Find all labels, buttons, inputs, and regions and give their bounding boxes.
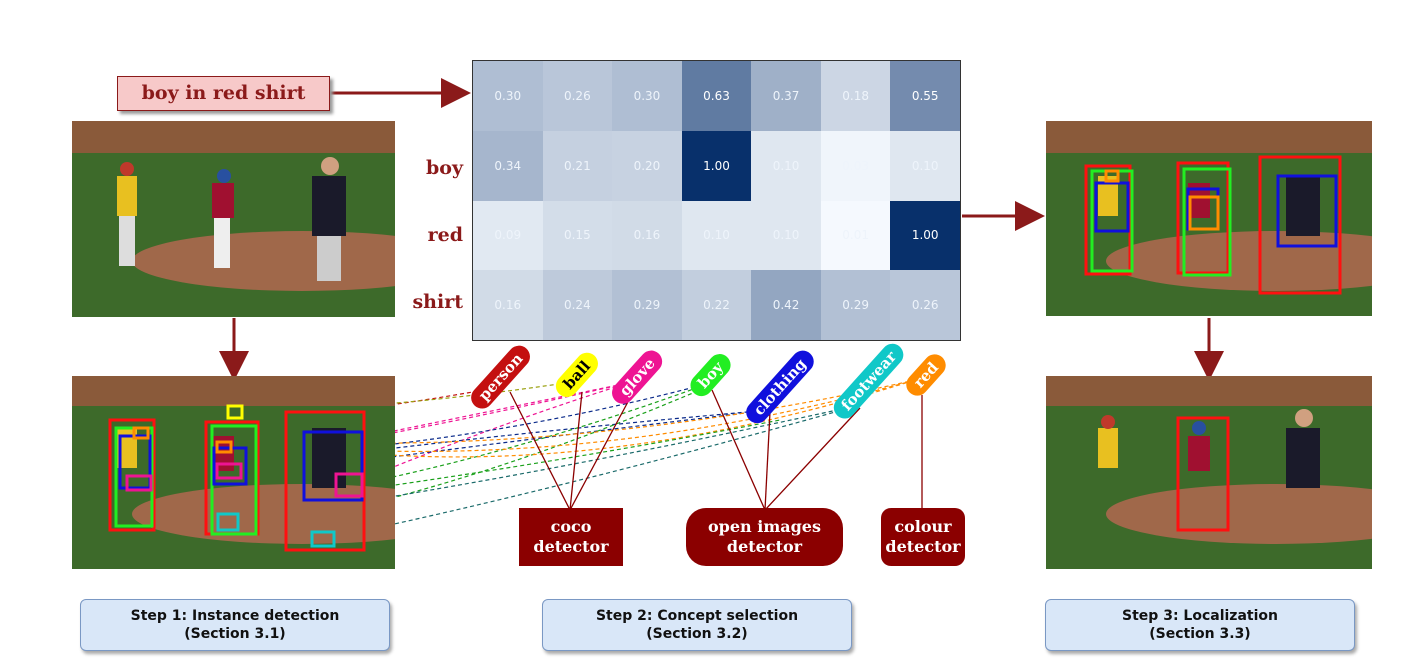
- open-images-detector-box: open images detector: [686, 508, 843, 566]
- matrix-cell: 0.22: [681, 270, 752, 340]
- matrix-cell: 0.10: [890, 130, 960, 201]
- matrix-cell: 0.16: [473, 270, 543, 340]
- matrix-cell: 0.26: [890, 270, 960, 340]
- step1-title: Step 1: Instance detection: [130, 608, 340, 624]
- candidates-photo: [1046, 121, 1372, 316]
- similarity-matrix: 0.30 0.26 0.30 0.63 0.37 0.18 0.55 0.34 …: [472, 60, 961, 341]
- colour-detector-line1: colour: [894, 517, 952, 536]
- matrix-cell: 0.30: [612, 61, 682, 131]
- coco-detector-box: coco detector: [519, 508, 623, 566]
- row-label-red: red: [427, 224, 463, 246]
- result-photo: [1046, 376, 1372, 569]
- baseball-scene-image: [72, 121, 395, 317]
- step2-title: Step 2: Concept selection: [595, 608, 799, 624]
- step2-label: Step 2: Concept selection (Section 3.2): [542, 599, 852, 651]
- matrix-cell: 0.03: [820, 130, 891, 201]
- matrix-cell: 1.00: [681, 130, 752, 201]
- matrix-cell: 0.37: [751, 61, 821, 131]
- matrix-cell: 0.34: [473, 130, 543, 201]
- matrix-cell: 0.42: [751, 270, 821, 340]
- row-label-shirt: shirt: [412, 291, 463, 313]
- matrix-cell: 0.30: [473, 61, 543, 131]
- input-photo: [72, 121, 395, 317]
- step1-label: Step 1: Instance detection (Section 3.1): [80, 599, 390, 651]
- candidate-boxes-image: [1046, 121, 1372, 316]
- query-text-box: boy in red shirt: [117, 76, 330, 111]
- open-images-detector-line2: detector: [726, 537, 803, 556]
- matrix-cell: 0.20: [612, 130, 682, 201]
- detections-photo: [72, 376, 395, 569]
- matrix-cell: 0.55: [890, 61, 960, 131]
- matrix-cell: 0.21: [542, 130, 613, 201]
- matrix-cell: 0.10: [751, 130, 821, 201]
- matrix-cell: 0.63: [681, 61, 752, 131]
- matrix-cell: 0.18: [820, 61, 891, 131]
- coco-detector-line2: detector: [533, 537, 609, 556]
- row-label-boy: boy: [426, 157, 463, 179]
- colour-detector-box: colour detector: [881, 508, 965, 566]
- step3-title: Step 3: Localization: [1122, 608, 1278, 624]
- matrix-cell: 0.10: [681, 200, 752, 271]
- matrix-cell: 0.26: [542, 61, 613, 131]
- matrix-cell: 0.10: [751, 200, 821, 271]
- colour-detector-line2: detector: [885, 537, 961, 556]
- open-images-detector-line1: open images: [708, 517, 821, 536]
- localized-boy-image: [1046, 376, 1372, 569]
- step1-section: (Section 3.1): [184, 626, 286, 642]
- matrix-cell: 0.01: [820, 200, 891, 271]
- matrix-cell: 0.09: [473, 200, 543, 271]
- coco-detector-line1: coco: [550, 517, 592, 536]
- detector-links: [509, 389, 923, 511]
- matrix-cell: 0.29: [820, 270, 891, 340]
- matrix-cell: 0.15: [542, 200, 613, 271]
- matrix-cell: 0.24: [542, 270, 613, 340]
- step3-section: (Section 3.3): [1149, 626, 1251, 642]
- matrix-cell: 0.29: [612, 270, 682, 340]
- step3-label: Step 3: Localization (Section 3.3): [1045, 599, 1355, 651]
- detected-boxes-image: [72, 376, 395, 569]
- step2-section: (Section 3.2): [646, 626, 748, 642]
- matrix-cell: 0.16: [612, 200, 682, 271]
- matrix-cell: 1.00: [890, 200, 960, 271]
